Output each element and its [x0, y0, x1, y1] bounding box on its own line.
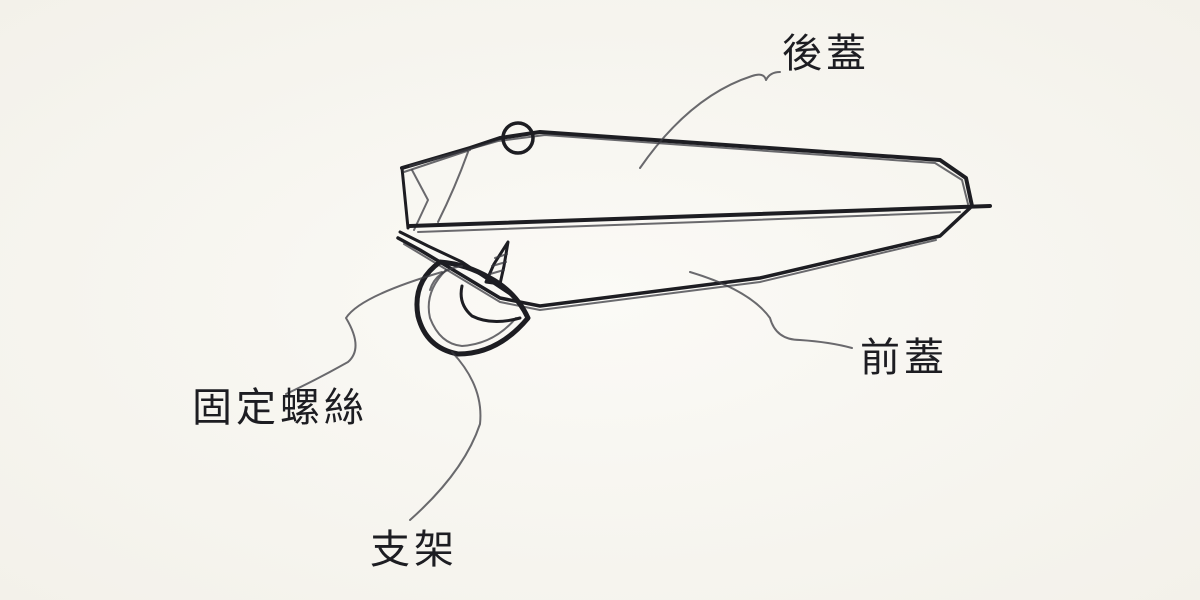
label-bracket: 支架 — [370, 530, 458, 570]
bracket-leader — [410, 352, 480, 520]
seam-line — [410, 206, 990, 232]
label-fixing-screw: 固定螺絲 — [192, 388, 368, 428]
label-front-cover: 前蓋 — [860, 338, 948, 378]
fixing-screw-shape — [486, 242, 508, 284]
bracket-shape — [417, 262, 528, 354]
label-back-cover: 後蓋 — [782, 34, 870, 74]
back-cover-leader — [640, 72, 780, 168]
